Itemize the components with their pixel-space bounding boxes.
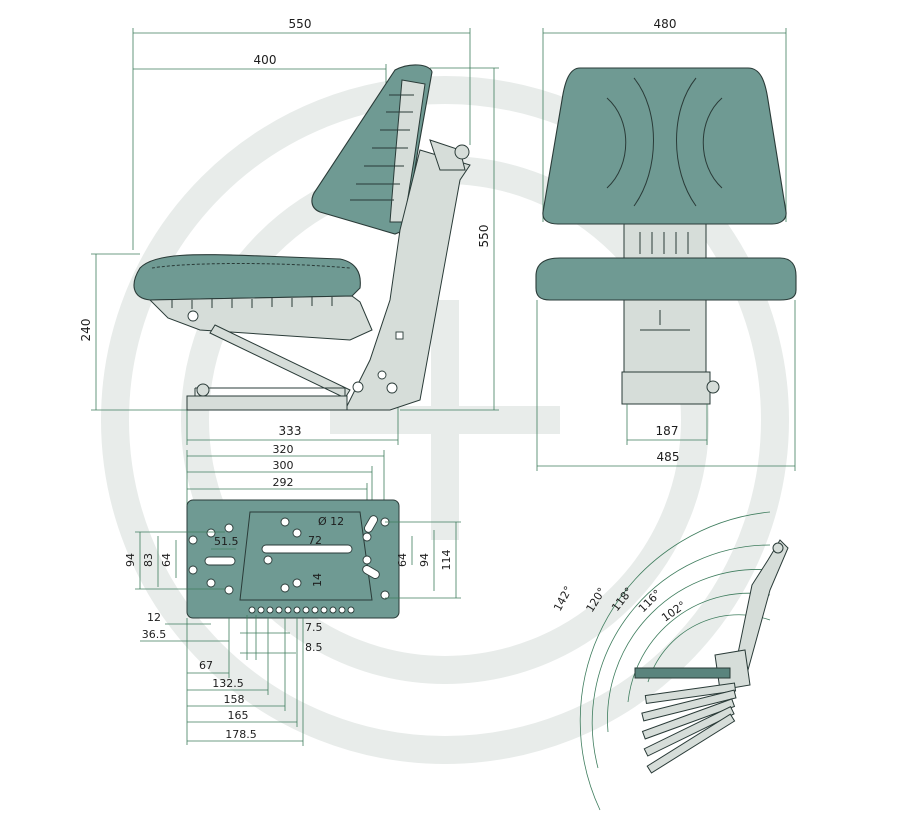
dim-front-width-back: 480 [654, 17, 677, 31]
dim-plate-320: 320 [273, 443, 294, 456]
dim-side-height-overall: 550 [477, 225, 491, 248]
dim-plate-165: 165 [228, 709, 249, 722]
label-inner-51-5: 51.5 [214, 535, 239, 548]
side-view: 550 400 550 240 333 [79, 17, 499, 445]
side-seat-cushion [133, 254, 361, 301]
dim-plate-292: 292 [273, 476, 294, 489]
dim-side-base-length: 333 [279, 424, 302, 438]
side-base-rail [186, 395, 348, 411]
side-seat-pan [148, 295, 373, 341]
recline-positions [641, 682, 737, 774]
dim-plate-158: 158 [224, 693, 245, 706]
label-inner-72: 72 [308, 534, 322, 547]
dim-side-width-back: 400 [254, 53, 277, 67]
front-backrest [542, 67, 787, 225]
front-view: 480 187 485 [535, 17, 797, 471]
dim-plate-right-64: 64 [396, 553, 409, 567]
dim-front-width-seat: 485 [657, 450, 680, 464]
dim-plate-left-83: 83 [142, 553, 155, 567]
dim-side-width-overall: 550 [289, 17, 312, 31]
angle-142: 142° [551, 584, 575, 614]
recline-view: 142° 120° 118° 116° 102° [551, 511, 789, 811]
dim-plate-12: 12 [147, 611, 161, 624]
dim-plate-right-114: 114 [440, 550, 453, 571]
dim-plate-300: 300 [273, 459, 294, 472]
dim-plate-right-94: 94 [418, 553, 431, 567]
dim-plate-left-64: 64 [160, 553, 173, 567]
dim-side-height-seat: 240 [79, 319, 93, 342]
dim-plate-178-5: 178.5 [225, 728, 257, 741]
dim-plate-8-5: 8.5 [305, 641, 323, 654]
dim-plate-67: 67 [199, 659, 213, 672]
front-seat-cushion [535, 257, 797, 301]
dim-plate-7-5: 7.5 [305, 621, 323, 634]
dim-plate-36-5: 36.5 [142, 628, 167, 641]
dim-front-width-base: 187 [656, 424, 679, 438]
dim-plate-left-94: 94 [124, 553, 137, 567]
mount-plate [186, 499, 400, 619]
label-inner-14: 14 [311, 573, 324, 587]
mount-plate-view: 320 300 292 [124, 443, 461, 746]
side-suspension-column [344, 149, 471, 411]
label-hole-dia: Ø 12 [318, 515, 344, 528]
dim-plate-132-5: 132.5 [212, 677, 244, 690]
